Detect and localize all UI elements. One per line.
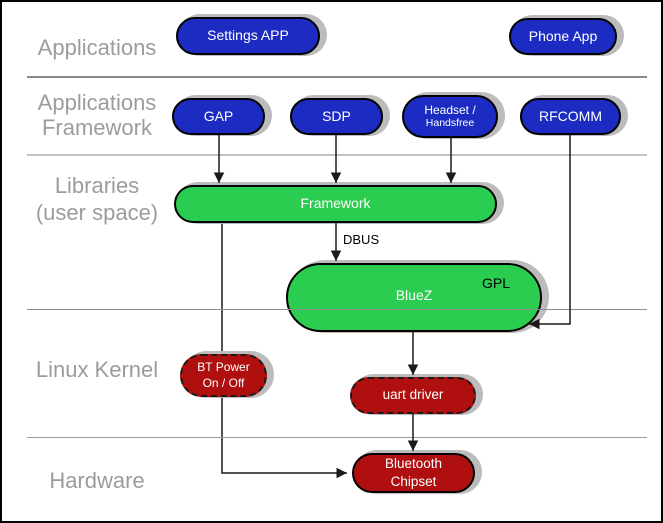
node-headset-line1: Headset / xyxy=(424,103,476,117)
layer-label-hardware: Hardware xyxy=(49,468,145,493)
layer-label-libraries-user-space: Libraries (user space) xyxy=(35,173,159,225)
node-rfcomm: RFCOMM xyxy=(520,98,621,135)
layer-divider-2 xyxy=(27,154,647,156)
gpl-badge: GPL xyxy=(481,275,510,291)
node-settings-app-label: Settings APP xyxy=(207,27,289,44)
node-uart-driver: uart driver xyxy=(350,377,476,414)
node-rfcomm-label: RFCOMM xyxy=(539,107,602,124)
layer-divider-1 xyxy=(27,76,647,78)
node-phone-app-label: Phone App xyxy=(528,27,598,44)
node-sdp-label: SDP xyxy=(322,107,351,124)
node-bluez: GPL BlueZ xyxy=(286,263,542,332)
node-phone-app: Phone App xyxy=(509,18,617,55)
node-framework-label: Framework xyxy=(300,195,371,212)
node-bluez-label: BlueZ xyxy=(395,286,433,303)
node-bt-chipset-line2: Chipset xyxy=(390,474,437,489)
dbus-edge-label: DBUS xyxy=(343,232,380,247)
node-uart-driver-label: uart driver xyxy=(382,387,444,403)
node-bt-power-line1: BT Power xyxy=(197,359,250,374)
node-gap-label: GAP xyxy=(203,107,234,124)
node-gap: GAP xyxy=(172,98,265,135)
layer-divider-4 xyxy=(27,437,647,438)
layer-label-applications: Applications xyxy=(37,35,157,60)
layer-divider-3 xyxy=(27,309,647,310)
node-framework: Framework xyxy=(174,185,497,223)
layer-label-applications-framework: Applications Framework xyxy=(37,90,157,140)
node-bt-power-line2: On / Off xyxy=(202,375,245,390)
node-sdp: SDP xyxy=(290,98,383,135)
layer-label-linux-kernel: Linux Kernel xyxy=(35,357,159,382)
edge-framework-chipset xyxy=(221,223,347,479)
node-headset-handsfree: Headset / Handsfree xyxy=(402,95,498,138)
node-bt-power: BT Power On / Off xyxy=(180,354,267,397)
node-bt-chipset-line1: Bluetooth xyxy=(384,456,443,472)
node-bluetooth-chipset: Bluetooth Chipset xyxy=(352,453,475,493)
node-settings-app: Settings APP xyxy=(176,17,320,55)
node-headset-line2: Handsfree xyxy=(425,117,475,130)
